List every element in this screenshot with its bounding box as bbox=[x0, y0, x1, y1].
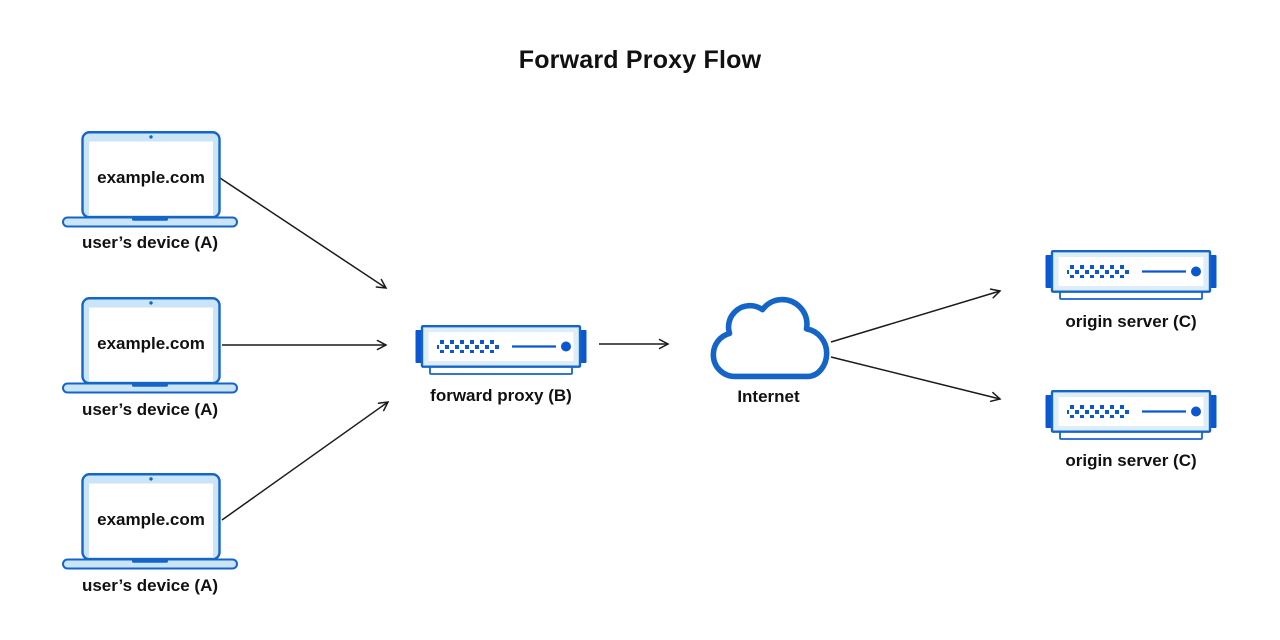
internet-label: Internet bbox=[737, 387, 800, 406]
user-device-2: example.com bbox=[62, 297, 238, 394]
diagram-title: Forward Proxy Flow bbox=[518, 46, 762, 74]
arrow-internet-to-origin1 bbox=[830, 288, 1002, 343]
cloud-icon bbox=[710, 296, 830, 380]
user-device-2-label: user’s device (A) bbox=[81, 400, 219, 419]
internet-cloud bbox=[705, 296, 832, 380]
user-device-1: example.com bbox=[62, 131, 238, 228]
origin-server-1-label: origin server (C) bbox=[1065, 312, 1197, 331]
user-device-3-label: user’s device (A) bbox=[81, 576, 219, 595]
origin-server-2 bbox=[1045, 390, 1217, 442]
laptop-icon bbox=[62, 131, 238, 228]
origin-server-2-label: origin server (C) bbox=[1065, 451, 1197, 470]
user-device-1-label: user’s device (A) bbox=[81, 233, 219, 252]
server-icon bbox=[1045, 250, 1217, 300]
arrow-device1-to-proxy bbox=[219, 177, 388, 289]
laptop-icon bbox=[62, 297, 238, 394]
laptop-screen-url: example.com bbox=[97, 333, 205, 353]
arrow-device3-to-proxy bbox=[221, 401, 390, 521]
laptop-icon bbox=[62, 473, 238, 570]
server-icon bbox=[1045, 390, 1217, 440]
laptop-screen-url: example.com bbox=[97, 167, 205, 187]
user-device-3: example.com bbox=[62, 473, 238, 570]
origin-server-1 bbox=[1045, 250, 1217, 302]
arrow-internet-to-origin2 bbox=[830, 356, 1002, 403]
forward-proxy bbox=[415, 325, 587, 377]
laptop-screen-url: example.com bbox=[97, 509, 205, 529]
server-icon bbox=[415, 325, 587, 375]
forward-proxy-label: forward proxy (B) bbox=[430, 386, 572, 405]
